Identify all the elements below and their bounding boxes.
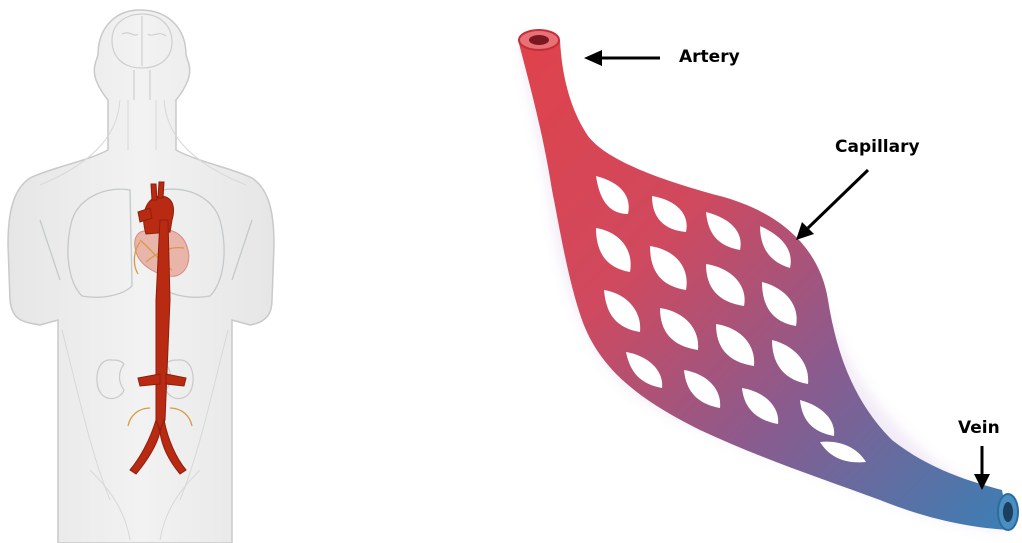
artery-lumen	[529, 35, 549, 45]
artery-arrow	[584, 50, 660, 66]
capillary-arrow	[796, 170, 868, 240]
capillary-network	[518, 30, 1018, 530]
artery-label: Artery	[679, 47, 740, 67]
vein-label: Vein	[958, 418, 1000, 438]
capillary-label: Capillary	[835, 137, 920, 157]
vein-lumen	[1003, 502, 1013, 522]
